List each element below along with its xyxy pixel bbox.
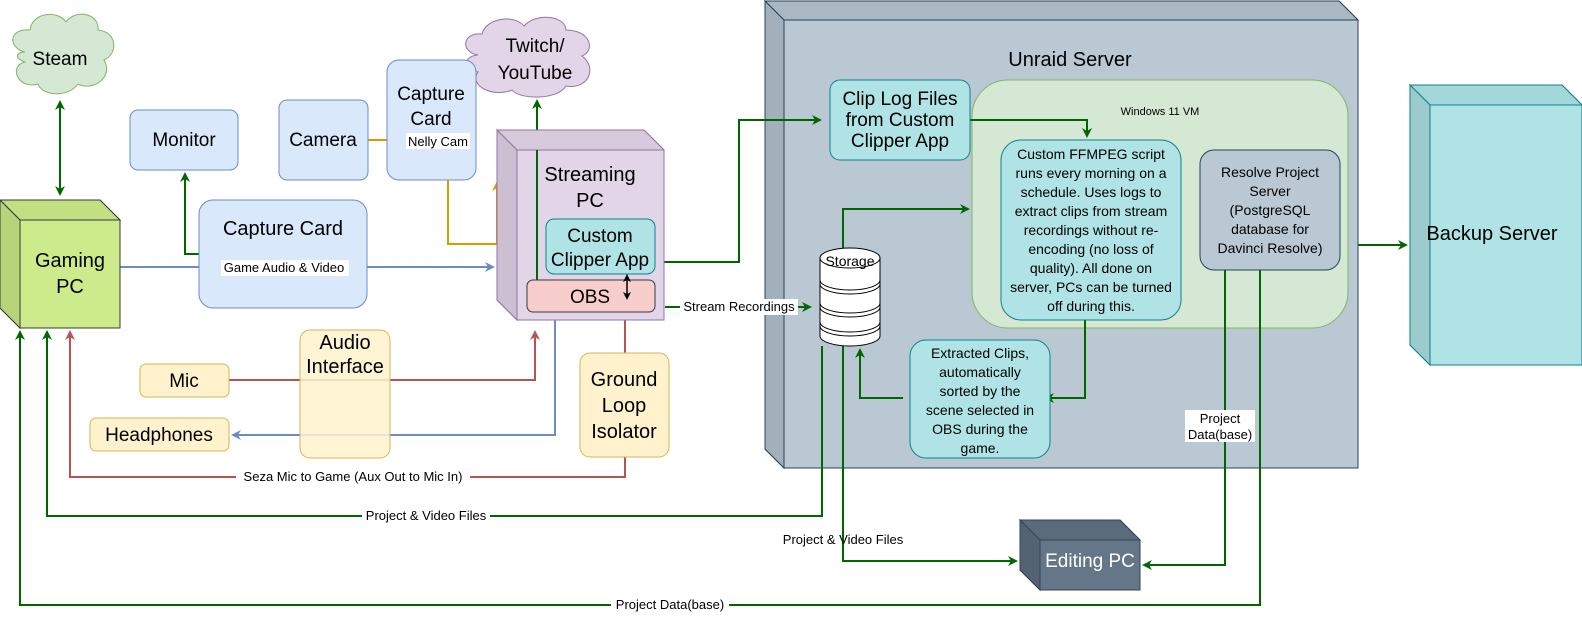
svg-text:Project & Video Files: Project & Video Files [783, 532, 904, 547]
audio-interface-line1: Audio [319, 332, 370, 354]
gaming-pc-line2: PC [56, 276, 84, 298]
editing-pc[interactable]: Editing PC [1018, 518, 1142, 592]
backup-server[interactable]: Backup Server [1408, 83, 1582, 367]
edge-capture-monitor [180, 172, 199, 255]
monitor-node[interactable]: Monitor [129, 109, 239, 171]
ffmpeg-script[interactable]: Custom FFMPEG script runs every morning … [1000, 139, 1182, 321]
ffmpeg-line2: runs every morning on a [1016, 165, 1167, 181]
extracted-clips[interactable]: Extracted Clips, automatically sorted by… [909, 339, 1051, 459]
svg-text:Data(base): Data(base) [1188, 427, 1252, 442]
ground-loop-line1: Ground [591, 369, 658, 391]
edge-label-project-data-editing: Project Data(base) [1185, 410, 1255, 442]
ground-loop-line3: Isolator [591, 421, 657, 443]
edge-cliplog-ffmpeg [962, 119, 1092, 138]
clip-log-line2: from Custom [846, 110, 955, 131]
steam-cloud[interactable]: Steam [12, 13, 115, 95]
clip-log-line3: Clipper App [851, 131, 949, 152]
clipper-line1: Custom [567, 226, 632, 247]
extracted-line4: scene selected in [926, 402, 1034, 418]
edge-label-seza-mic: Seza Mic to Game (Aux Out to Mic In) [236, 469, 470, 485]
capture-card-cam-line1: Capture [397, 84, 465, 105]
extracted-line2: automatically [939, 364, 1021, 380]
steam-label: Steam [33, 49, 88, 70]
ffmpeg-line8: server, PCs can be turned [1010, 279, 1172, 295]
edge-streaming-headphones [231, 320, 556, 440]
camera-node[interactable]: Camera [278, 99, 369, 181]
audio-interface-line2: Interface [306, 356, 384, 378]
resolve-line3: (PostgreSQL [1230, 202, 1311, 218]
headphones-node[interactable]: Headphones [89, 417, 230, 452]
svg-text:Seza Mic to Game (Aux Out to M: Seza Mic to Game (Aux Out to Mic In) [244, 469, 463, 484]
edge-label-stream-recordings: Stream Recordings [680, 299, 798, 315]
edge-label-project-data-bottom: Project Data(base) [611, 597, 729, 613]
ffmpeg-line7: quality). All done on [1030, 260, 1152, 276]
gaming-pc-line1: Gaming [35, 250, 105, 272]
resolve-line1: Resolve Project [1221, 164, 1319, 180]
clip-log-files[interactable]: Clip Log Files from Custom Clipper App [829, 79, 971, 161]
edge-storage-vm [842, 204, 970, 252]
capture-card-cam[interactable]: Capture Card Nelly Cam [386, 59, 477, 181]
camera-label: Camera [289, 130, 357, 151]
extracted-line6: game. [961, 440, 1000, 456]
edge-extracted-storage [855, 348, 903, 399]
resolve-project-server[interactable]: Resolve Project Server (PostgreSQL datab… [1199, 149, 1341, 271]
nelly-cam-label: Nelly Cam [408, 134, 468, 149]
storage-label: Storage [825, 253, 874, 269]
extracted-line1: Extracted Clips, [931, 345, 1029, 361]
resolve-line5: Davinci Resolve) [1217, 240, 1322, 256]
extracted-line3: sorted by the [940, 383, 1021, 399]
game-audio-video-label: Game Audio & Video [224, 260, 344, 275]
svg-text:Stream Recordings: Stream Recordings [683, 299, 795, 314]
gaming-pc[interactable]: Gaming PC [0, 199, 122, 330]
resolve-line4: database for [1231, 221, 1309, 237]
monitor-label: Monitor [152, 130, 216, 151]
capture-card-game-label: Capture Card [223, 218, 343, 240]
twitch-label-line2: YouTube [498, 63, 573, 84]
ffmpeg-line4: extract clips from stream [1015, 203, 1167, 219]
ffmpeg-line6: encoding (no loss of [1028, 241, 1153, 257]
svg-text:Project Data(base): Project Data(base) [616, 597, 724, 612]
edge-clipper-cliplog [655, 115, 822, 263]
edge-resolve-editing [1142, 270, 1226, 570]
custom-clipper-app[interactable]: Custom Clipper App [545, 218, 656, 275]
capture-card-cam-line2: Card [410, 109, 451, 130]
streaming-pc-line1: Streaming [544, 164, 635, 186]
unraid-server-title: Unraid Server [1008, 49, 1132, 71]
ffmpeg-line9: off during this. [1047, 298, 1135, 314]
backup-server-label: Backup Server [1426, 223, 1558, 245]
capture-card-game[interactable]: Capture Card Game Audio & Video [198, 199, 368, 309]
clip-log-line1: Clip Log Files [842, 89, 957, 110]
resolve-line2: Server [1249, 183, 1291, 199]
mic-label: Mic [169, 371, 199, 392]
streaming-pc-line2: PC [576, 190, 604, 212]
ffmpeg-line5: recordings without re- [1024, 222, 1159, 238]
ground-loop-isolator[interactable]: Ground Loop Isolator [579, 352, 670, 458]
windows-vm-title: Windows 11 VM [1121, 106, 1200, 118]
obs-node[interactable]: OBS [526, 279, 656, 313]
obs-label: OBS [570, 287, 610, 308]
edge-label-project-video-gaming: Project & Video Files [362, 508, 490, 524]
edge-storage-editing [842, 346, 1018, 566]
edge-ffmpeg-extracted [1044, 318, 1086, 403]
ground-loop-line2: Loop [602, 395, 647, 417]
svg-text:Project & Video Files: Project & Video Files [366, 508, 487, 523]
audio-interface[interactable]: Audio Interface [299, 329, 391, 459]
headphones-label: Headphones [105, 425, 213, 446]
mic-node[interactable]: Mic [139, 363, 230, 398]
edge-label-project-video-editing: Project & Video Files [783, 532, 904, 547]
ffmpeg-line1: Custom FFMPEG script [1017, 146, 1165, 162]
svg-text:Project: Project [1200, 411, 1241, 426]
storage-database[interactable]: Storage [819, 247, 881, 347]
twitch-youtube-cloud[interactable]: Twitch/ YouTube [465, 16, 591, 98]
ffmpeg-line3: schedule. Uses logs to [1021, 184, 1162, 200]
clipper-line2: Clipper App [551, 250, 649, 271]
editing-pc-label: Editing PC [1045, 551, 1135, 572]
twitch-label-line1: Twitch/ [505, 36, 565, 57]
extracted-line5: OBS during the [932, 421, 1028, 437]
